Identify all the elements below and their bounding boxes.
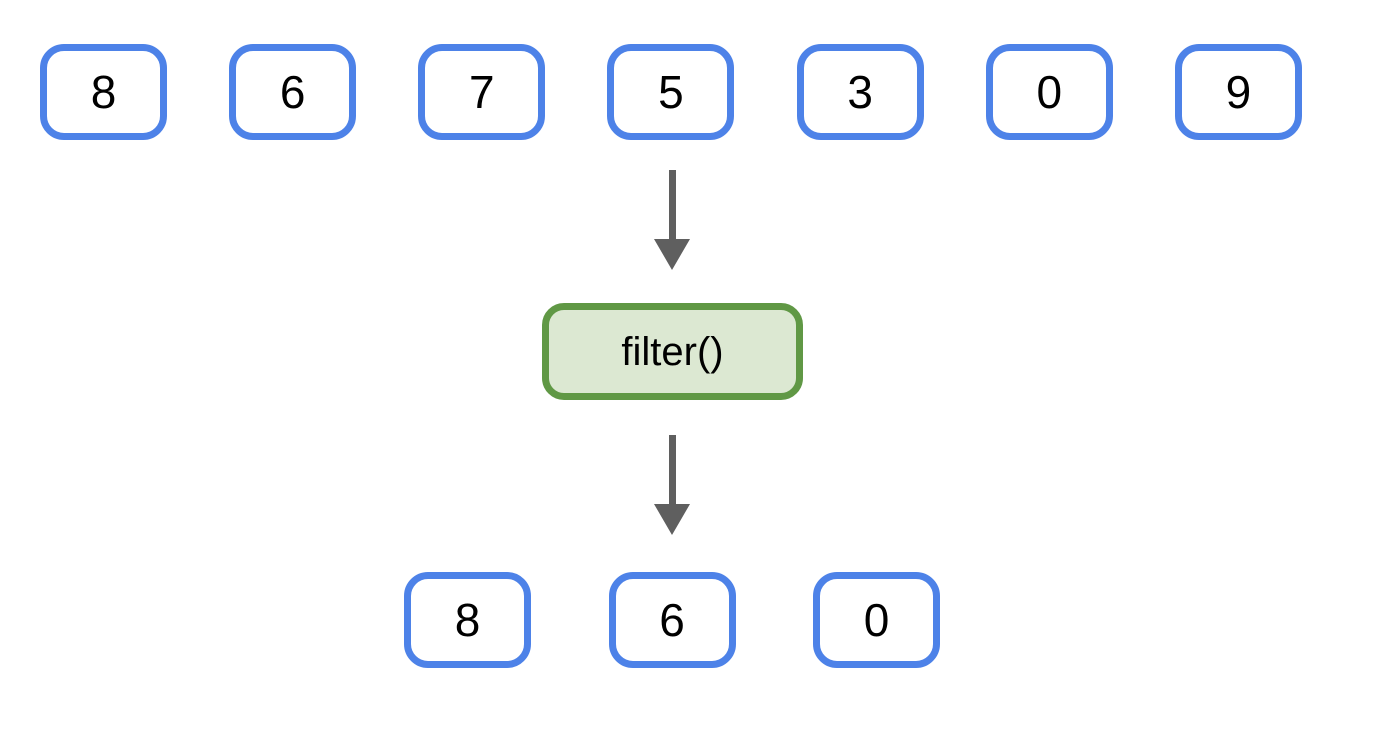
arrow-down-icon	[654, 435, 690, 535]
input-box: 5	[607, 44, 735, 140]
arrow-shaft	[668, 170, 676, 239]
input-value: 8	[90, 66, 117, 118]
input-value: 0	[1036, 66, 1063, 118]
filter-operation-box: filter()	[542, 303, 803, 400]
output-value: 8	[454, 594, 481, 646]
input-list: 8 6 7 5 3 0 9	[40, 44, 1302, 140]
output-box: 8	[404, 572, 531, 668]
input-box: 8	[40, 44, 167, 140]
output-box: 0	[813, 572, 940, 668]
filter-operation-label: filter()	[621, 329, 724, 374]
output-list: 8 6 0	[404, 572, 940, 668]
input-value: 6	[279, 66, 306, 118]
arrow-shaft	[668, 435, 676, 504]
output-value: 0	[863, 594, 890, 646]
input-box: 9	[1174, 44, 1302, 140]
input-value: 3	[847, 66, 873, 118]
input-value: 5	[658, 66, 684, 118]
output-value: 6	[659, 594, 685, 646]
input-box: 6	[229, 44, 357, 140]
arrow-head	[654, 504, 690, 535]
input-value: 7	[469, 66, 495, 118]
input-box: 3	[796, 44, 924, 140]
arrow-head	[654, 239, 690, 270]
output-box: 6	[608, 572, 736, 668]
input-box: 7	[418, 44, 546, 140]
arrow-down-icon	[654, 170, 690, 270]
input-box: 0	[985, 44, 1113, 140]
input-value: 9	[1225, 66, 1252, 118]
